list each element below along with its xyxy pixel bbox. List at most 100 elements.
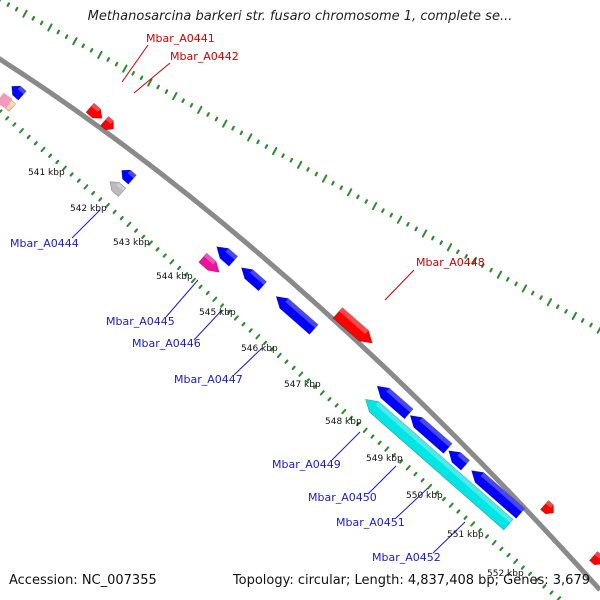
leader-mbar-a0445: [165, 279, 199, 318]
outer-tick: [89, 48, 94, 53]
inner-tick: [69, 172, 74, 177]
gene-label-mbar-a0448[interactable]: Mbar_A0448: [416, 256, 485, 269]
gene-right-edge-2[interactable]: [589, 551, 600, 569]
inner-tick: [198, 284, 203, 289]
inner-tick: [348, 415, 353, 420]
gene-labels: Mbar_A0441Mbar_A0442Mbar_A0444Mbar_A0445…: [10, 32, 485, 564]
outer-tick: [131, 70, 135, 76]
outer-tick: [147, 78, 153, 87]
outer-tick: [439, 240, 443, 245]
inner-tick: [126, 221, 132, 228]
outer-tick: [346, 188, 353, 197]
inner-tick-track: [0, 109, 562, 600]
outer-tick: [231, 125, 235, 131]
inner-tick: [169, 259, 175, 265]
gene-label-mbar-a0450[interactable]: Mbar_A0450: [308, 491, 377, 504]
inner-tick: [305, 378, 310, 383]
gene-near-544kbp[interactable]: [212, 242, 238, 267]
outer-tick: [22, 9, 28, 18]
outer-tick: [406, 222, 410, 227]
scale-label: 550 kbp: [406, 491, 443, 501]
scale-label: 542 kbp: [70, 204, 107, 214]
gene-label-mbar-a0441[interactable]: Mbar_A0441: [146, 32, 215, 45]
inner-tick: [48, 153, 53, 158]
gene-label-mbar-a0452[interactable]: Mbar_A0452: [372, 551, 441, 564]
inner-tick: [76, 178, 81, 183]
scale-label: 545 kbp: [199, 308, 236, 318]
gene-mbar-a0447[interactable]: [272, 292, 319, 335]
outer-tick: [122, 64, 128, 73]
gene-left-edge[interactable]: [8, 82, 27, 101]
gene-features: [0, 82, 600, 569]
inner-tick: [384, 446, 390, 452]
inner-tick: [399, 459, 404, 464]
gene-mbar-a0452[interactable]: [467, 466, 526, 519]
outer-tick: [14, 6, 19, 12]
inner-tick: [413, 471, 418, 477]
inner-tick: [341, 408, 347, 415]
scale-label: 544 kbp: [156, 272, 193, 282]
outer-tick: [564, 308, 568, 314]
gene-label-mbar-a0449[interactable]: Mbar_A0449: [272, 458, 341, 471]
gene-label-mbar-a0446[interactable]: Mbar_A0446: [132, 337, 201, 350]
gene-mbar-a0441[interactable]: [85, 102, 106, 123]
inner-tick: [55, 159, 60, 165]
leader-mbar-a0449: [331, 431, 361, 461]
outer-tick: [396, 215, 403, 224]
gene-mbar-a0446[interactable]: [238, 263, 267, 292]
inner-tick: [233, 315, 239, 321]
gene-label-mbar-a0444[interactable]: Mbar_A0444: [10, 237, 79, 250]
outer-tick: [381, 208, 385, 213]
inner-tick: [270, 347, 275, 352]
outer-tick: [546, 298, 553, 307]
gene-mbar-a0448[interactable]: [332, 307, 377, 349]
scale-label: 551 kbp: [447, 530, 484, 540]
outer-tick: [106, 57, 110, 62]
gene-label-mbar-a0447[interactable]: Mbar_A0447: [174, 373, 243, 386]
inner-tick: [98, 197, 103, 202]
inner-tick: [491, 539, 497, 546]
outer-tick-track: [0, 0, 600, 334]
outer-tick: [314, 171, 319, 177]
leader-mbar-a0447: [233, 347, 263, 376]
gene-mbar-a0445[interactable]: [198, 252, 223, 277]
gene-mbar-a0444[interactable]: [106, 178, 127, 197]
inner-tick: [485, 534, 490, 539]
gene-pink-edge[interactable]: [0, 92, 13, 109]
outer-tick: [222, 119, 228, 128]
outer-tick: [521, 284, 528, 293]
inner-tick: [5, 116, 10, 121]
outer-tick: [596, 326, 600, 334]
gene-mbar-a0451[interactable]: [444, 446, 470, 471]
outer-tick: [64, 34, 69, 39]
outer-tick: [6, 2, 11, 7]
rrna-feature[interactable]: [361, 394, 514, 531]
outer-tick: [256, 139, 260, 145]
gene-mbar-a0450[interactable]: [406, 411, 453, 454]
outer-tick: [489, 267, 493, 273]
gene-near-541kbp[interactable]: [118, 166, 137, 185]
inner-tick: [177, 265, 182, 271]
inner-tick: [33, 141, 38, 146]
inner-tick: [377, 440, 382, 445]
outer-tick: [181, 98, 185, 104]
inner-tick: [190, 277, 196, 284]
outer-tick: [296, 160, 303, 169]
gene-label-mbar-a0451[interactable]: Mbar_A0451: [336, 516, 405, 529]
gene-label-mbar-a0442[interactable]: Mbar_A0442: [170, 50, 239, 63]
inner-tick: [119, 215, 124, 221]
inner-tick: [434, 490, 439, 495]
gene-mbar-a0442[interactable]: [100, 116, 118, 134]
inner-tick: [0, 109, 3, 114]
outer-tick: [264, 144, 269, 149]
gene-right-edge-1[interactable]: [540, 500, 558, 518]
outer-tick: [539, 295, 543, 300]
gene-mbar-a0449[interactable]: [373, 381, 414, 420]
gene-label-mbar-a0445[interactable]: Mbar_A0445: [106, 315, 175, 328]
outer-tick: [97, 50, 103, 60]
inner-tick: [549, 590, 554, 595]
map-title: Methanosarcina barkeri str. fusaro chrom…: [87, 9, 513, 24]
